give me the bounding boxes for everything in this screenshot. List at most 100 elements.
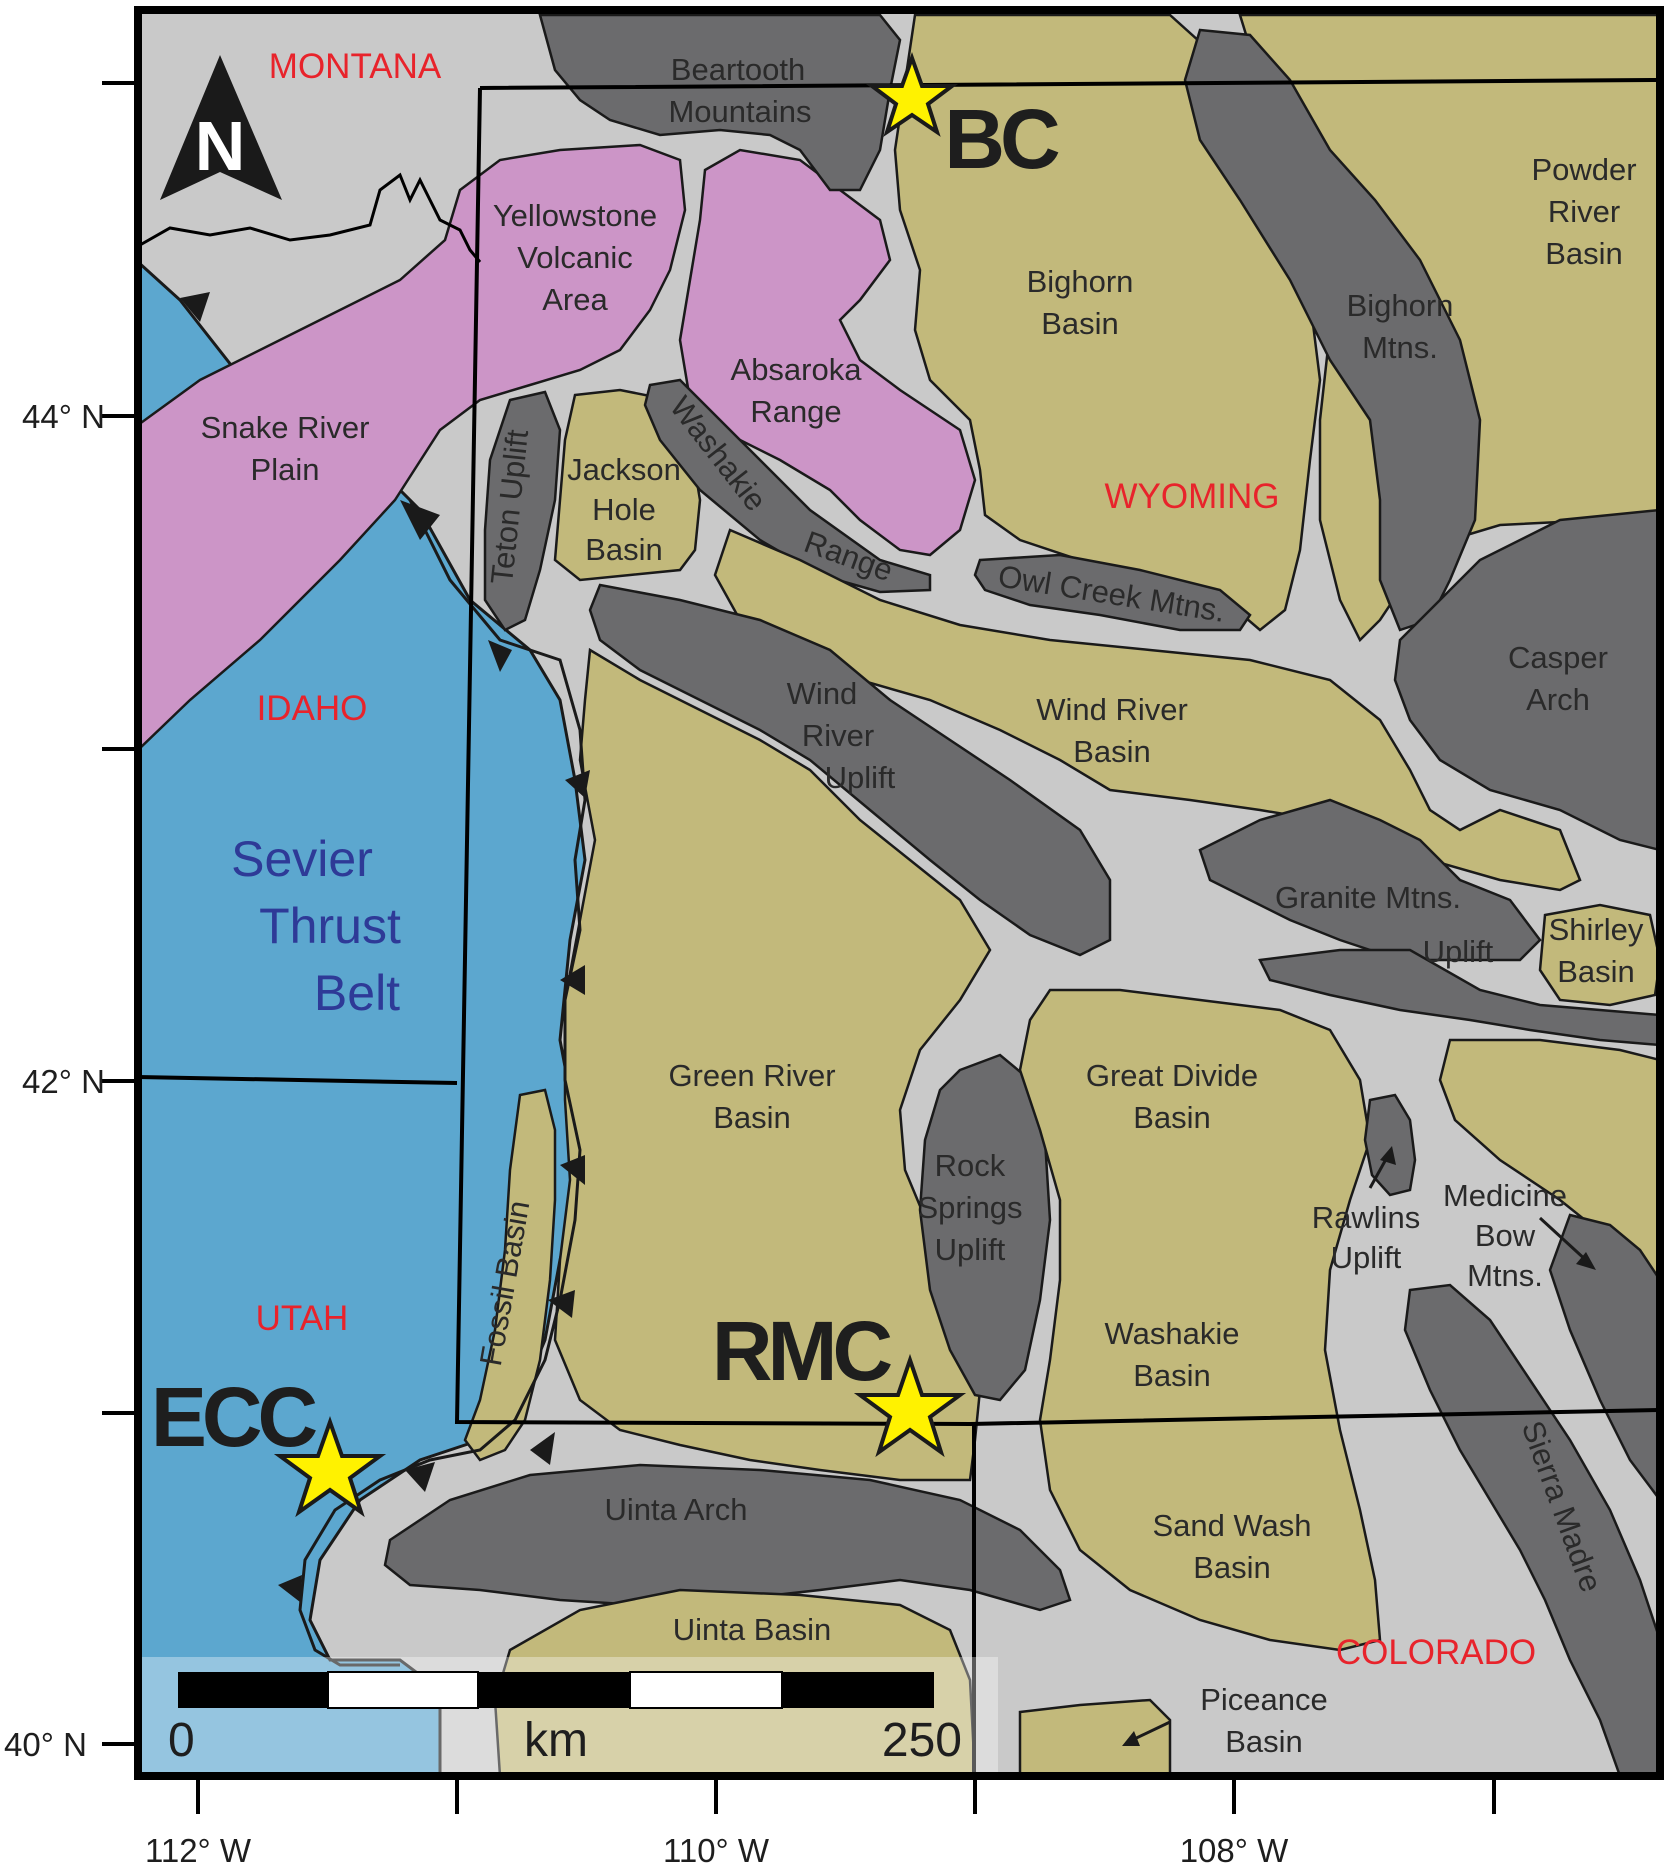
wyoming-border — [454, 78, 1660, 1427]
casper-arch-label-2: Arch — [1526, 682, 1590, 717]
bighorn-basin-label-2: Basin — [1041, 306, 1119, 341]
uinta-arch-label: Uinta Arch — [604, 1492, 747, 1527]
wind-river-basin — [713, 528, 1582, 892]
thrust-tooth — [180, 292, 210, 322]
beartooth-mountains — [538, 13, 902, 192]
thrust-tooth — [548, 1290, 575, 1318]
sevier-label-1: Sevier — [231, 831, 373, 887]
uinta-arch — [383, 1463, 1072, 1612]
thrust-tooth — [560, 1155, 585, 1185]
sevier-label-3: Belt — [314, 965, 400, 1021]
casper-arch — [1393, 508, 1660, 852]
ecc-site-label: ECC — [151, 1370, 317, 1464]
rawlins-label-1: Rawlins — [1312, 1200, 1421, 1235]
beartooth-label-2: Mountains — [668, 94, 811, 129]
rmc-star-icon — [853, 1353, 967, 1458]
thrust-tooth — [488, 640, 512, 672]
jackson-hole-label-2: Hole — [592, 492, 656, 527]
absaroka-label-2: Range — [750, 394, 841, 429]
thrust-tooth — [400, 500, 440, 540]
piceance-basin — [1018, 1698, 1172, 1776]
piceance-arrowhead-icon — [1122, 1731, 1140, 1746]
bc-star-icon — [866, 52, 958, 137]
teton-uplift — [483, 390, 562, 632]
granite-mtns-label-2: Uplift — [1423, 934, 1494, 969]
shirley-label-1: Shirley — [1549, 912, 1644, 947]
rock-springs-label-2: Springs — [917, 1190, 1022, 1225]
wind-river-basin-label-2: Basin — [1073, 734, 1151, 769]
great-divide-label-1: Great Divide — [1086, 1058, 1258, 1093]
casper-arch-label-1: Casper — [1508, 640, 1608, 675]
lon-label-108: 108° W — [1180, 1832, 1289, 1868]
fossil-basin — [463, 1088, 557, 1462]
state-label-colorado: COLORADO — [1336, 1633, 1536, 1672]
sand-wash-label-2: Basin — [1193, 1550, 1271, 1585]
medicine-bow-mountains — [1548, 1213, 1660, 1503]
wind-river-uplift-label-3: Uplift — [825, 760, 896, 795]
idaho-utah-border — [138, 1075, 458, 1085]
jackson-hole-label-1: Jackson — [567, 452, 681, 487]
rock-springs-label-1: Rock — [935, 1148, 1006, 1183]
piceance-label-1: Piceance — [1200, 1682, 1328, 1717]
powder-river-label-1: Powder — [1531, 152, 1636, 187]
snake-river-label-1: Snake River — [201, 410, 370, 445]
great-divide-label-2: Basin — [1133, 1100, 1211, 1135]
bighorn-mtns-label-2: Mtns. — [1362, 330, 1438, 365]
thrust-tooth — [560, 965, 585, 995]
granite-mountains-east — [1258, 948, 1660, 1047]
wind-river-uplift — [588, 583, 1112, 957]
rawlins-arrowhead-icon — [1380, 1146, 1396, 1165]
thrust-tooth — [405, 1462, 435, 1492]
beartooth-label-1: Beartooth — [671, 52, 805, 87]
state-label-utah: UTAH — [256, 1299, 349, 1338]
sevier-thrust-front — [298, 499, 587, 1667]
medicine-bow-arrowhead-icon — [1576, 1252, 1596, 1270]
green-river-label-2: Basin — [713, 1100, 791, 1135]
piceance-label-2: Basin — [1225, 1724, 1303, 1759]
yellowstone-label-2: Volcanic — [517, 240, 632, 275]
montana-idaho-border — [139, 172, 482, 263]
wind-river-uplift-label-1: Wind — [787, 676, 858, 711]
state-label-montana: MONTANA — [269, 47, 442, 86]
lon-label-110: 110° W — [663, 1832, 770, 1868]
medicine-bow-arrow-icon — [1538, 1216, 1590, 1264]
owl-creek-mountains — [973, 553, 1252, 632]
thrust-tooth — [565, 770, 590, 798]
north-arrow-icon: N — [160, 55, 282, 200]
lat-label-40: 40° N — [4, 1726, 87, 1763]
thrust-tooth — [278, 1575, 302, 1602]
rawlins-label-2: Uplift — [1331, 1240, 1402, 1275]
washakie-basin-label-2: Basin — [1133, 1358, 1211, 1393]
map-frame — [134, 6, 1664, 1780]
bighorn-basin-label-1: Bighorn — [1027, 264, 1134, 299]
rock-springs-label-3: Uplift — [935, 1232, 1006, 1267]
powder-river-label-3: Basin — [1545, 236, 1623, 271]
lat-label-42: 42° N — [22, 1063, 105, 1100]
granite-mountains-uplift — [1198, 798, 1542, 962]
green-river-label-1: Green River — [668, 1058, 835, 1093]
medicine-bow-label-3: Mtns. — [1467, 1258, 1543, 1293]
sierra-madre — [1403, 1283, 1660, 1776]
scale-bar — [178, 1671, 934, 1709]
wind-river-uplift-label-2: River — [802, 718, 874, 753]
washakie-basin-label-1: Washakie — [1105, 1316, 1240, 1351]
powder-river-label-2: River — [1548, 194, 1620, 229]
great-divide-basin — [1018, 988, 1382, 1652]
medicine-bow-label-2: Bow — [1475, 1218, 1536, 1253]
scale-end-label: 250 — [882, 1714, 962, 1767]
thrust-tooth — [530, 1432, 555, 1465]
yellowstone-label-1: Yellowstone — [493, 198, 657, 233]
north-label: N — [195, 107, 246, 185]
lon-label-112: 112° W — [145, 1832, 252, 1868]
ecc-star-icon — [273, 1415, 387, 1518]
medicine-bow-label-1: Medicine — [1443, 1178, 1567, 1213]
absaroka-label-1: Absaroka — [731, 352, 863, 387]
snake-river-plain — [138, 143, 687, 752]
wind-river-basin-label-1: Wind River — [1036, 692, 1188, 727]
state-label-wyoming: WYOMING — [1105, 477, 1280, 516]
bc-site-label: BC — [944, 92, 1059, 186]
shirley-basin — [1538, 903, 1660, 1007]
state-label-idaho: IDAHO — [257, 689, 368, 728]
uinta-basin-label: Uinta Basin — [673, 1612, 832, 1647]
